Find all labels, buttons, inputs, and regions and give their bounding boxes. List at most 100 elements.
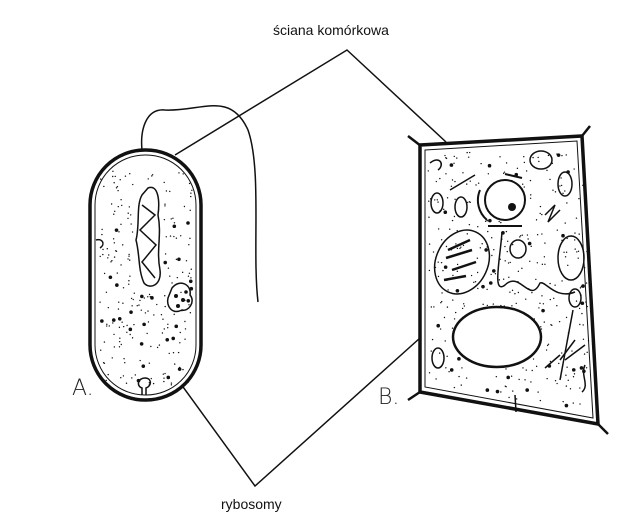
ribosome-dot [562,400,564,403]
ribosome-dot [579,366,584,370]
ribosome-dot [163,218,166,221]
ribosome-dot [542,303,545,305]
ribosome-dot [177,367,182,371]
ribosome-dot [113,346,116,348]
ribosome-dot [176,310,179,313]
ribosome-dot [445,173,447,175]
ribosome-dot [468,201,471,203]
ribosome-dot [447,289,449,291]
ribosome-dot [102,253,104,256]
ribosome-dot [549,178,551,181]
nucleoid [135,186,161,287]
ribosome-dot [127,258,129,260]
ribosome-dot [537,391,539,393]
ribosome-dot [540,326,542,328]
ribosome-dot [117,205,119,208]
ribosome-dot [169,190,171,193]
ribosome-dot [585,301,587,303]
ribosome-dot [560,177,562,179]
ribosome-dot [106,323,108,326]
ribosome-dot [179,342,181,344]
ribosome-dot [182,173,184,175]
ribosome-dot [113,182,115,184]
ribosome-dot [582,184,584,187]
ribosome-dot [452,274,454,277]
ribosome-dot [434,199,436,201]
ribosome-dot [466,151,468,154]
ribosome-dot [530,194,532,196]
ribosome-dot [486,220,489,222]
ribosome-dot [120,343,122,346]
leader-lines [174,49,447,488]
ribosome-dot [103,185,105,188]
ribosome-dot [113,333,115,336]
ribosome-dot [563,251,565,253]
ribosome-dot [150,296,154,300]
ribosome-dot [578,197,580,200]
ribosome-dot [493,249,495,251]
ribosome-dot [479,247,482,249]
ribosome-dot [560,184,563,187]
ribosome-dot [502,278,505,280]
ribosome-dot [486,288,488,291]
ribosome-dot [580,301,585,306]
ribosome-dot [107,373,109,376]
ribosome-dot [160,314,163,316]
ribosome-dot [456,157,458,159]
ribosome-dot [127,212,129,214]
ribosome-dot [456,230,458,232]
ribosome-dot [174,324,179,329]
ribosome-dot [585,216,587,219]
ribosome-dot [172,224,177,229]
ribosome-dot [144,312,147,314]
ribosome-dot [506,375,510,380]
ribosome-dot [461,367,463,369]
ribosome-dot [527,238,529,240]
ribosome-dot [529,260,531,262]
ribosome-dot [164,295,166,297]
ribosome-dot [99,255,101,258]
ribosome-dot [148,293,151,296]
ribosome-dot [129,310,133,314]
ribosome-dot [510,375,513,377]
ribosome-dot [523,156,525,158]
ribosome-dot [101,233,103,236]
ribosome-dot [146,332,148,335]
ribosome-dot [525,369,527,371]
ribosome-dot [498,220,500,223]
ribosome-dot [107,306,110,309]
ribosome-dot [577,257,579,259]
ribosome-dot [444,340,446,342]
ribosome-dot [561,280,563,282]
ribosome-dot [106,248,108,250]
ribosome-dot [562,192,564,195]
ribosome-dot [532,358,535,360]
ribosome-dot [508,396,510,399]
ribosome-dot [133,292,136,294]
ribosome-dot [585,367,588,369]
ribosome-dot [430,350,432,352]
ribosome-dot [490,273,492,276]
ribosome-dot [188,182,191,185]
ribosome-dot [476,257,479,259]
ribosome-dot [118,346,121,348]
ribosome-dot [130,297,133,300]
ribosome-dot [437,261,439,263]
ribosome-dot [100,319,104,323]
ribosome-dot [188,244,190,246]
ribosome-dot [187,169,190,172]
ribosome-dot [148,362,151,364]
ribosome-dot [163,260,168,265]
ribosome-dot [515,302,517,305]
ribosome-dot [138,304,140,306]
ribosome-dot [458,375,460,378]
ribosome-dot [181,271,184,274]
ribosome-dot [134,374,137,376]
ribosome-dot [113,256,116,258]
ribosome-dot [539,205,542,208]
ribosomes-leader [177,337,421,488]
ribosome-dot [454,180,456,183]
ribosome-dot [467,156,470,158]
ribosome-dot [452,299,454,301]
ribosome-dot [565,385,568,387]
